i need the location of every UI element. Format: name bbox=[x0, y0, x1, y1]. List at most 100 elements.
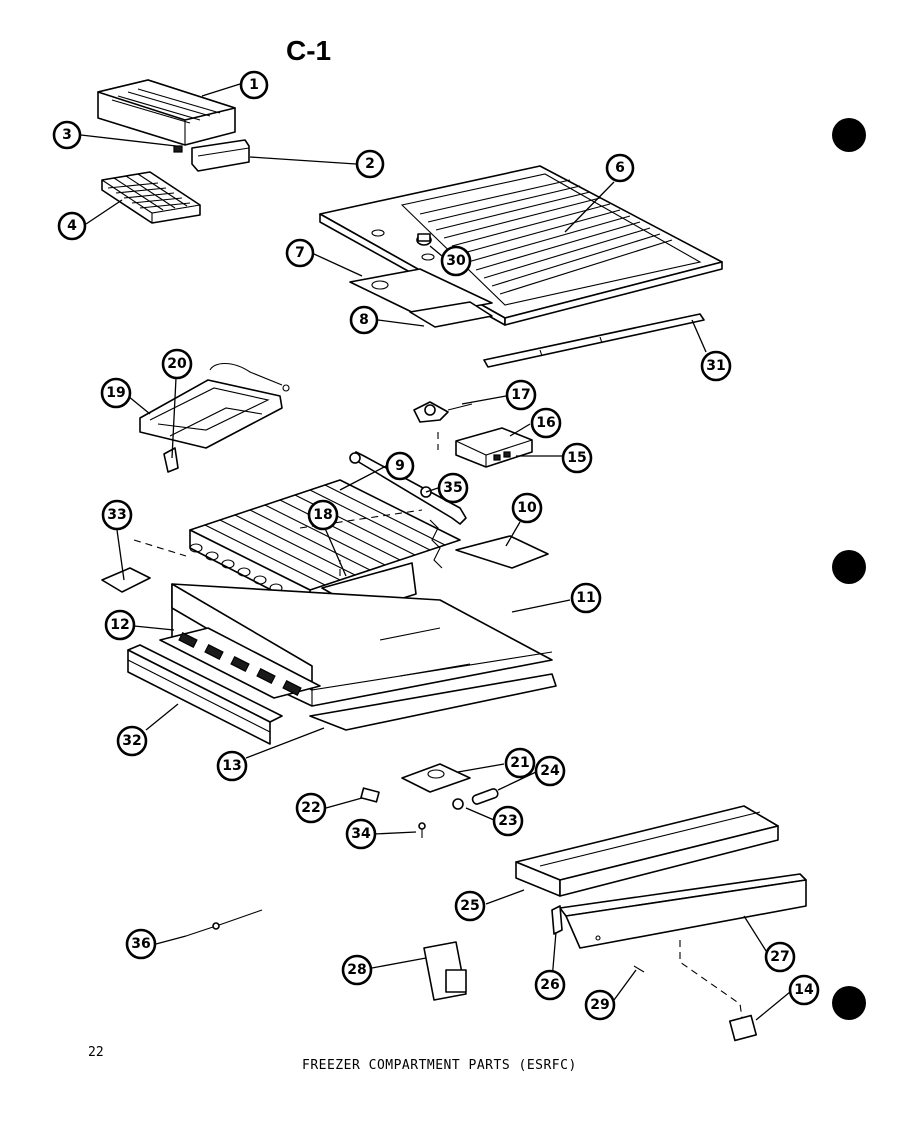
callout-27: 27 bbox=[764, 941, 796, 973]
svg-text:23: 23 bbox=[498, 813, 517, 829]
svg-text:22: 22 bbox=[301, 800, 320, 816]
svg-text:9: 9 bbox=[395, 458, 405, 474]
binder-hole-middle bbox=[832, 550, 866, 584]
binder-hole-bottom bbox=[832, 986, 866, 1020]
diagram-title: C-1 bbox=[286, 35, 331, 66]
binder-hole-top bbox=[832, 118, 866, 152]
svg-text:33: 33 bbox=[107, 507, 126, 523]
svg-text:15: 15 bbox=[567, 450, 586, 466]
svg-text:8: 8 bbox=[359, 312, 369, 328]
svg-text:29: 29 bbox=[590, 997, 609, 1013]
svg-text:24: 24 bbox=[540, 763, 560, 779]
callout-22: 22 bbox=[295, 792, 327, 824]
svg-text:13: 13 bbox=[222, 758, 241, 774]
part-front-rail bbox=[127, 644, 283, 745]
callout-19: 19 bbox=[100, 377, 132, 409]
leader-lines bbox=[80, 83, 791, 1021]
part-shelf-rail bbox=[559, 873, 807, 949]
svg-text:31: 31 bbox=[706, 358, 725, 374]
svg-text:21: 21 bbox=[510, 755, 529, 771]
part-latch bbox=[728, 1014, 758, 1042]
svg-text:35: 35 bbox=[443, 480, 462, 496]
callout-20: 20 bbox=[161, 348, 193, 380]
part-damper-plate bbox=[409, 301, 493, 328]
part-capillary-tube bbox=[351, 451, 467, 525]
diagram-caption: FREEZER COMPARTMENT PARTS (ESRFC) bbox=[302, 1058, 577, 1073]
part-control-box bbox=[455, 427, 533, 468]
part-front-trim bbox=[191, 139, 250, 172]
callout-16: 16 bbox=[530, 407, 562, 439]
part-bottom-pan bbox=[309, 673, 557, 731]
svg-text:3: 3 bbox=[62, 127, 72, 143]
callout-28: 28 bbox=[341, 954, 373, 986]
callout-12: 12 bbox=[104, 609, 136, 641]
svg-text:28: 28 bbox=[347, 962, 366, 978]
callout-11: 11 bbox=[570, 582, 602, 614]
callout-4: 4 bbox=[57, 211, 87, 241]
callout-18: 18 bbox=[307, 499, 339, 531]
svg-text:7: 7 bbox=[295, 245, 305, 261]
callout-33: 33 bbox=[101, 499, 133, 531]
svg-text:19: 19 bbox=[106, 385, 125, 401]
callouts: 1 2 3 4 6 7 8 30 31 19 20 17 16 15 9 35 … bbox=[52, 70, 820, 1021]
page-number: 22 bbox=[88, 1045, 104, 1060]
callout-24: 24 bbox=[534, 755, 566, 787]
callout-25: 25 bbox=[454, 890, 486, 922]
part-air-grille bbox=[159, 627, 321, 699]
part-thermostat-bracket bbox=[413, 401, 473, 423]
callout-21: 21 bbox=[504, 747, 536, 779]
part-door-shelf bbox=[515, 805, 779, 897]
svg-text:4: 4 bbox=[67, 218, 77, 234]
callout-26: 26 bbox=[534, 969, 566, 1001]
part-ice-tray bbox=[101, 171, 201, 224]
parts-drawing bbox=[97, 79, 807, 1042]
svg-text:20: 20 bbox=[167, 356, 187, 372]
callout-32: 32 bbox=[116, 725, 148, 757]
svg-text:32: 32 bbox=[122, 733, 141, 749]
callout-9: 9 bbox=[385, 451, 415, 481]
svg-text:1: 1 bbox=[249, 77, 259, 93]
part-wire-harness bbox=[185, 909, 263, 937]
callout-2: 2 bbox=[355, 149, 385, 179]
callout-29: 29 bbox=[584, 989, 616, 1021]
svg-text:12: 12 bbox=[110, 617, 129, 633]
part-control-knob bbox=[416, 233, 432, 246]
svg-text:6: 6 bbox=[615, 160, 625, 176]
svg-text:14: 14 bbox=[794, 982, 814, 998]
callout-14: 14 bbox=[788, 974, 820, 1006]
svg-text:25: 25 bbox=[460, 898, 479, 914]
part-shelf-clip bbox=[551, 905, 563, 935]
svg-text:36: 36 bbox=[131, 936, 150, 952]
callout-13: 13 bbox=[216, 750, 248, 782]
svg-text:30: 30 bbox=[446, 253, 466, 269]
svg-text:2: 2 bbox=[365, 156, 375, 172]
part-evaporator-cover-right bbox=[455, 535, 549, 569]
callout-6: 6 bbox=[605, 153, 635, 183]
callout-3: 3 bbox=[52, 120, 82, 150]
svg-text:18: 18 bbox=[313, 507, 332, 523]
callout-34: 34 bbox=[345, 818, 377, 850]
callout-31: 31 bbox=[700, 350, 732, 382]
callout-30: 30 bbox=[440, 245, 472, 277]
callout-1: 1 bbox=[239, 70, 269, 100]
svg-text:34: 34 bbox=[351, 826, 371, 842]
svg-text:11: 11 bbox=[576, 590, 595, 606]
callout-8: 8 bbox=[349, 305, 379, 335]
svg-text:26: 26 bbox=[540, 977, 559, 993]
part-mounting-plate bbox=[423, 941, 467, 1001]
part-defrost-heater bbox=[139, 362, 290, 473]
callout-10: 10 bbox=[511, 492, 543, 524]
part-freezer-shelf bbox=[319, 165, 723, 326]
callout-36: 36 bbox=[125, 928, 157, 960]
callout-35: 35 bbox=[437, 472, 469, 504]
callout-17: 17 bbox=[505, 379, 537, 411]
svg-text:16: 16 bbox=[536, 415, 555, 431]
part-ice-bin bbox=[97, 79, 236, 146]
part-trim-strip bbox=[483, 313, 705, 368]
svg-text:10: 10 bbox=[517, 500, 537, 516]
part-drain-bracket bbox=[101, 567, 151, 593]
callout-23: 23 bbox=[492, 805, 524, 837]
svg-text:27: 27 bbox=[770, 949, 789, 965]
callout-7: 7 bbox=[285, 238, 315, 268]
